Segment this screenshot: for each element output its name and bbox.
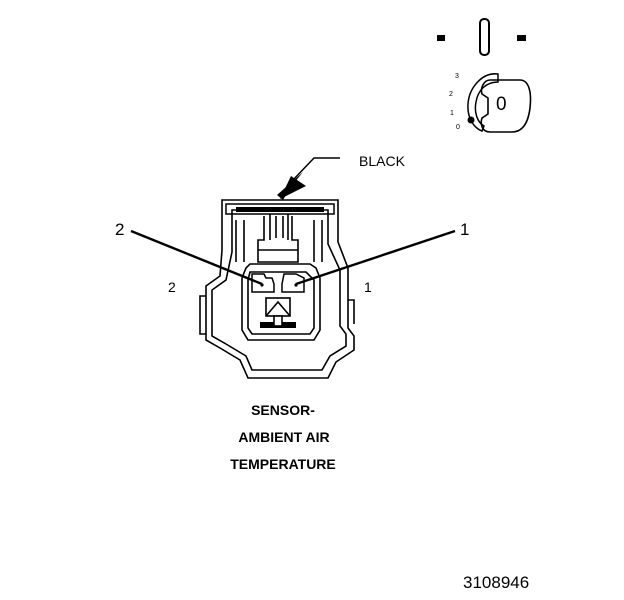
side-label-1: 1 — [364, 279, 372, 295]
connector-color-label: BLACK — [359, 153, 405, 169]
callout-line-1 — [295, 229, 456, 286]
orientation-right-square — [517, 35, 526, 41]
key-position-dot — [467, 116, 475, 124]
key-position-label: 0 — [456, 124, 460, 131]
orientation-bar — [479, 18, 490, 56]
side-label-2: 2 — [168, 279, 176, 295]
connector-body — [199, 199, 355, 379]
key-icon — [467, 73, 532, 133]
callout-line-2 — [130, 229, 263, 286]
key-position-label: 2 — [449, 91, 453, 98]
connector-title-line: AMBIENT AIR — [238, 429, 330, 445]
key-center-label: 0 — [496, 94, 507, 115]
key-position-label: 3 — [455, 73, 459, 80]
connector-title-line: SENSOR- — [251, 402, 315, 418]
callout-lines — [130, 229, 456, 286]
callout-label-1: 1 — [460, 220, 470, 239]
callout-label-2: 2 — [115, 220, 125, 239]
key-position-label: 1 — [450, 110, 454, 117]
orientation-symbol — [437, 18, 526, 56]
orientation-left-square — [437, 35, 445, 41]
black-leader — [277, 157, 340, 200]
connector-title-line: TEMPERATURE — [230, 456, 336, 472]
figure-id: 3108946 — [463, 573, 530, 592]
